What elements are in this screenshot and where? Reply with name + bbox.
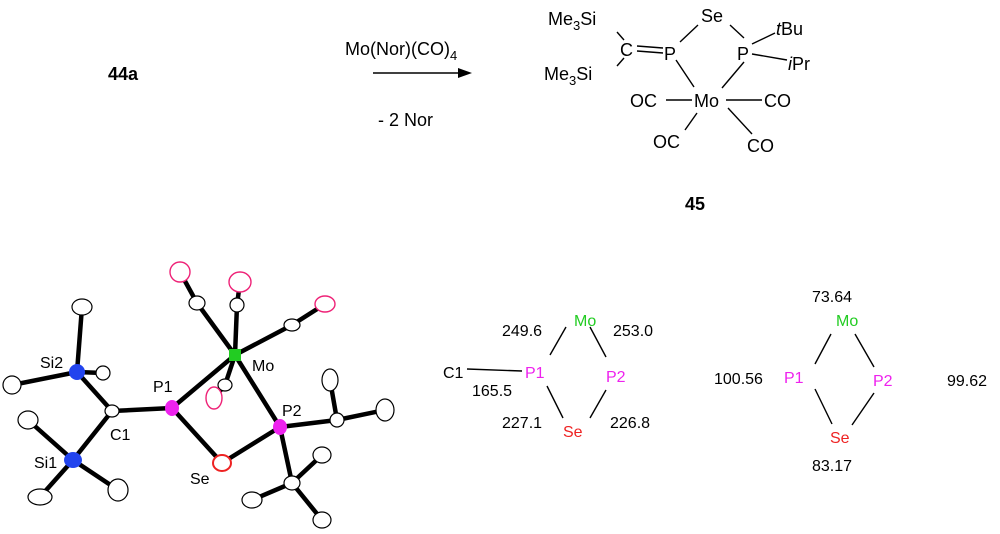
label-p1: P1 xyxy=(153,379,173,396)
atom-mo: Mo xyxy=(694,91,719,111)
atom-p2: P2 xyxy=(873,373,893,390)
angle-p2: 99.62 xyxy=(947,373,987,390)
bond-length-diagram: Mo P1 P2 Se C1 249.6 253.0 165.5 227.1 2… xyxy=(443,313,653,441)
p2-atom xyxy=(273,419,287,435)
reagent-label: Mo(Nor)(CO)4 xyxy=(345,39,457,63)
reactant-label: 44a xyxy=(108,64,139,84)
atom-se: Se xyxy=(701,6,723,26)
bond-length-mo-p1: 249.6 xyxy=(502,323,542,340)
product-structure: Me3Si Me3Si C P Se P tBu iPr Mo OC CO OC… xyxy=(544,6,810,214)
label-si1: Si1 xyxy=(34,455,57,472)
label-p2: P2 xyxy=(282,403,302,420)
label-se: Se xyxy=(190,471,210,488)
bond-angle-diagram: Mo P1 P2 Se 73.64 100.56 99.62 83.17 xyxy=(714,289,987,475)
bond-length-mo-p2: 253.0 xyxy=(613,323,653,340)
atom-p2: P2 xyxy=(606,369,626,386)
carbon-ellipsoids xyxy=(2,295,395,529)
label-mo: Mo xyxy=(252,358,274,375)
p1-atom xyxy=(165,400,179,416)
byproduct-label: - 2 Nor xyxy=(378,110,433,130)
co-ligand: CO xyxy=(747,136,774,156)
label-c1: C1 xyxy=(110,427,131,444)
angle-p1: 100.56 xyxy=(714,371,763,388)
ortep-structure: Si2 Si1 C1 P1 Mo P2 Se xyxy=(2,261,395,529)
si1-atom xyxy=(64,452,82,468)
ipr-group: iPr xyxy=(788,54,810,74)
co-ligand: CO xyxy=(764,91,791,111)
reaction-arrow xyxy=(373,68,472,78)
tbu-group: tBu xyxy=(776,19,803,39)
co-ligand: OC xyxy=(630,91,657,111)
atom-p1: P1 xyxy=(525,365,545,382)
si2-atom xyxy=(69,364,85,380)
product-label: 45 xyxy=(685,194,705,214)
angle-se: 83.17 xyxy=(812,458,852,475)
atom-p2: P xyxy=(737,44,749,64)
bond-length-c1-p1: 165.5 xyxy=(472,383,512,400)
atom-p1: P1 xyxy=(784,370,804,387)
atom-c1: C1 xyxy=(443,365,464,382)
atom-mo: Mo xyxy=(836,313,858,330)
label-si2: Si2 xyxy=(40,355,63,372)
angle-mo: 73.64 xyxy=(812,289,852,306)
bond-length-p1-se: 227.1 xyxy=(502,415,542,432)
me3si-top: Me3Si xyxy=(548,9,596,33)
co-ligand: OC xyxy=(653,132,680,152)
atom-c: C xyxy=(620,40,633,60)
atom-se: Se xyxy=(830,430,850,447)
se-atom xyxy=(212,454,232,472)
atom-p1: P xyxy=(664,44,676,64)
atom-mo: Mo xyxy=(574,313,596,330)
oxygen-ellipsoids xyxy=(169,261,336,410)
bond-length-p2-se: 226.8 xyxy=(610,415,650,432)
atom-se: Se xyxy=(563,424,583,441)
mo-atom xyxy=(229,349,241,361)
me3si-bottom: Me3Si xyxy=(544,64,592,88)
